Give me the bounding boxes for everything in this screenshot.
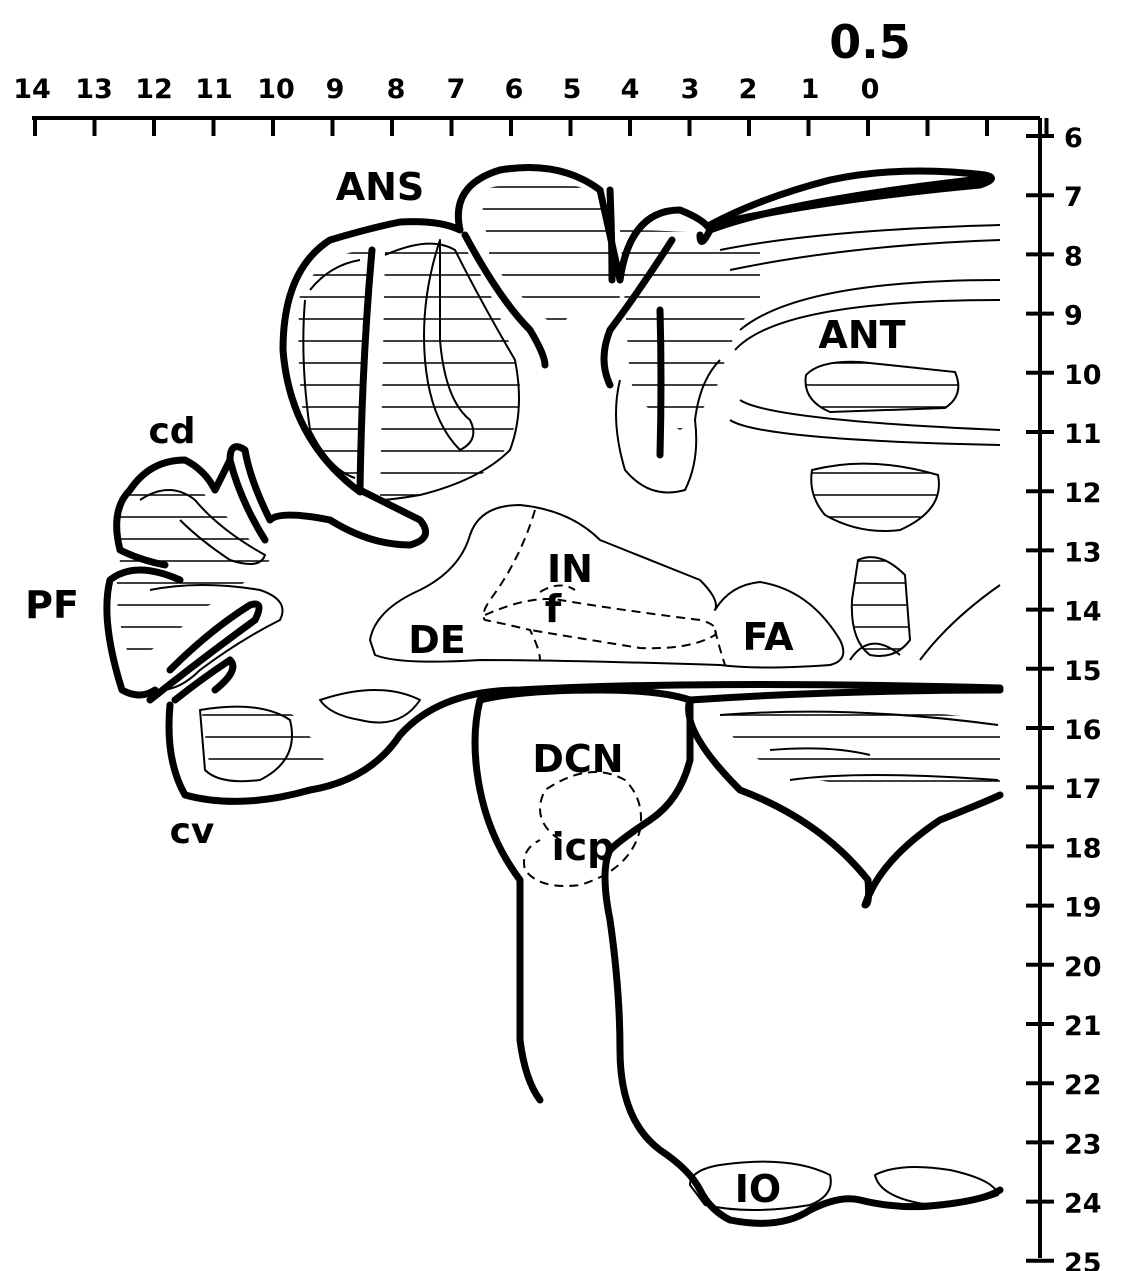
vermis-cortex-a — [811, 464, 939, 531]
top-scale-label: 14 — [13, 74, 51, 105]
right-scale-label: 10 — [1064, 360, 1102, 391]
top-scale-label: 0 — [861, 74, 880, 105]
top-scale-ticks — [35, 118, 1047, 136]
label-io: IO — [735, 1167, 781, 1211]
right-scale-label: 18 — [1064, 833, 1102, 864]
label-de: DE — [408, 618, 466, 662]
top-scale-label: 2 — [739, 74, 758, 105]
right-scale-label: 6 — [1064, 123, 1083, 154]
right-scale-label: 16 — [1064, 715, 1102, 746]
top-scale-label: 11 — [195, 74, 233, 105]
anterior-lobe-cortex — [620, 230, 760, 430]
label-ant: ANT — [818, 313, 905, 357]
right-scale-label: 24 — [1064, 1189, 1102, 1220]
top-scale-label: 12 — [135, 74, 173, 105]
label-icp: icp — [552, 825, 615, 869]
top-scale-label: 8 — [387, 74, 406, 105]
right-scale-label: 12 — [1064, 478, 1102, 509]
reference-label: 0.5 — [829, 15, 911, 69]
top-scale-label: 4 — [621, 74, 640, 105]
top-scale-label: 9 — [326, 74, 345, 105]
right-scale-label: 19 — [1064, 893, 1102, 924]
top-scale-label: 13 — [75, 74, 113, 105]
right-scale: 6 7 8 9 10 11 12 13 14 15 16 17 18 19 20 21 22 23 24 25 — [1026, 118, 1102, 1271]
right-scale-label: 7 — [1064, 182, 1083, 213]
right-scale-label: 17 — [1064, 774, 1102, 805]
right-scale-label: 21 — [1064, 1011, 1102, 1042]
right-scale-label: 22 — [1064, 1070, 1102, 1101]
label-dcn: DCN — [532, 737, 623, 781]
right-scale-label: 11 — [1064, 419, 1102, 450]
label-pf: PF — [25, 583, 79, 627]
label-fa: FA — [742, 615, 794, 659]
label-ans: ANS — [336, 165, 425, 209]
dorsal-lobule-tip — [330, 490, 426, 545]
right-scale-label: 25 — [1064, 1248, 1102, 1271]
right-scale-label: 9 — [1064, 301, 1083, 332]
right-scale-labels: 6 7 8 9 10 11 12 13 14 15 16 17 18 19 20 21 22 23 24 25 — [1064, 123, 1102, 1271]
right-scale-label: 14 — [1064, 597, 1102, 628]
vermis-cortex-c — [806, 362, 959, 412]
label-f: f — [545, 587, 562, 631]
top-scale-label: 5 — [563, 74, 582, 105]
ansiform-inner-fold-e — [660, 310, 661, 455]
top-scale-label: 6 — [505, 74, 524, 105]
top-scale-label: 7 — [447, 74, 466, 105]
label-cd: cd — [148, 411, 195, 452]
right-scale-label: 8 — [1064, 241, 1083, 272]
dentate-boundary — [483, 510, 540, 660]
right-scale-label: 13 — [1064, 537, 1102, 568]
top-scale-label: 10 — [257, 74, 295, 105]
right-scale-label: 23 — [1064, 1129, 1102, 1160]
label-in: IN — [547, 547, 593, 591]
fastigial-boundary — [485, 599, 725, 665]
medial-vermis-contour — [710, 171, 991, 225]
ansiform-cortex-upper — [480, 182, 620, 330]
right-scale-label: 15 — [1064, 656, 1102, 687]
cerebellum — [107, 168, 1000, 906]
right-scale-label: 20 — [1064, 952, 1102, 983]
top-scale-label: 1 — [801, 74, 820, 105]
label-cv: cv — [170, 811, 215, 852]
vermis-cortex-b — [852, 557, 910, 656]
brainstem-left-contour — [480, 690, 690, 700]
top-scale-label: 3 — [681, 74, 700, 105]
ansiform-inner-fold-c — [610, 190, 612, 280]
